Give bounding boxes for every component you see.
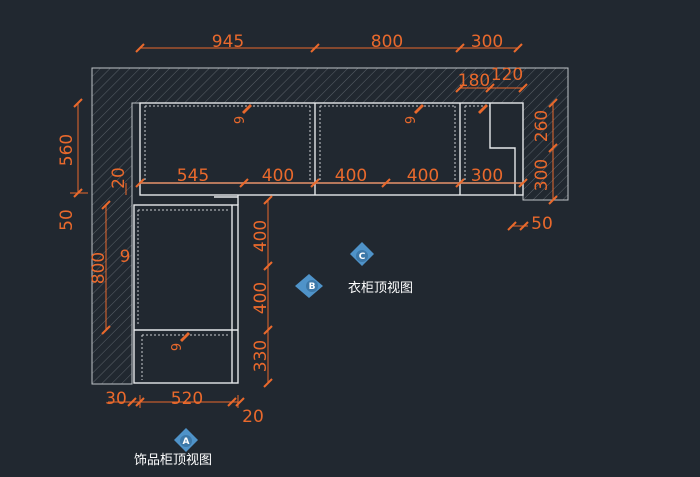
- view-marker-c[interactable]: C: [350, 242, 374, 266]
- dim-9-cabinet: 9: [120, 247, 131, 267]
- dim-180: 180: [458, 71, 490, 91]
- wardrobe-top-view-label: 衣柜顶视图: [348, 280, 413, 296]
- dim-330: 330: [251, 340, 271, 372]
- dim-945: 945: [212, 32, 244, 52]
- dimension-ticks: [73, 43, 558, 407]
- dim-300-right: 300: [532, 159, 552, 191]
- dim-50-right: 50: [531, 214, 553, 234]
- svg-text:A: A: [183, 437, 190, 447]
- hatched-wall: [91, 67, 569, 385]
- dim-9-rod-b: 9: [404, 116, 419, 124]
- dim-30-bottom: 30: [105, 389, 127, 409]
- dim-400-side-a: 400: [251, 220, 271, 252]
- dim-800: 800: [371, 32, 403, 52]
- dim-50-left: 50: [57, 209, 77, 231]
- hanging-rod-markers: [180, 104, 488, 342]
- dim-20-bottom: 20: [242, 407, 264, 427]
- view-marker-a[interactable]: A: [174, 428, 198, 452]
- dim-400-side-b: 400: [251, 282, 271, 314]
- svg-text:C: C: [359, 252, 366, 262]
- dim-800-vertical: 800: [89, 252, 109, 284]
- dim-260: 260: [532, 110, 552, 142]
- display-cabinet-plan: [133, 195, 239, 384]
- dim-400-b: 400: [335, 166, 367, 186]
- view-marker-b[interactable]: B: [295, 274, 323, 298]
- display-cabinet-top-view-label: 饰品柜顶视图: [134, 453, 212, 468]
- dim-120: 120: [491, 65, 523, 85]
- dim-400-c: 400: [407, 166, 439, 186]
- svg-text:B: B: [309, 282, 316, 292]
- dim-20-left: 20: [109, 167, 129, 189]
- dim-520: 520: [171, 389, 203, 409]
- dim-300-inner: 300: [471, 166, 503, 186]
- dimension-texts: 945 800 300 180 120 560 50 20 545 400 40…: [57, 32, 553, 427]
- dim-300-top: 300: [471, 32, 503, 52]
- dim-560: 560: [57, 134, 77, 166]
- dim-545: 545: [177, 166, 209, 186]
- dim-9-rod-a: 9: [233, 116, 248, 124]
- dim-400-a: 400: [262, 166, 294, 186]
- dim-9-rod-c: 9: [170, 343, 185, 351]
